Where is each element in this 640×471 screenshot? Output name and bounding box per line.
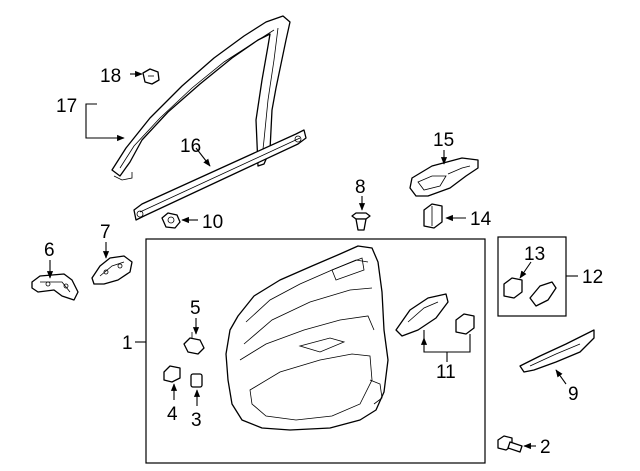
part-6-bracket <box>31 273 79 301</box>
callout-10: 10 <box>202 212 223 233</box>
callout-3: 3 <box>191 410 202 431</box>
part-18-clip <box>142 68 160 85</box>
leader-17 <box>85 103 125 142</box>
callout-8: 8 <box>355 177 366 198</box>
callout-13: 13 <box>524 244 545 265</box>
callout-6: 6 <box>44 240 55 261</box>
callout-16: 16 <box>180 136 201 157</box>
part-9-trim-strip <box>519 329 595 373</box>
callout-9: 9 <box>568 384 579 405</box>
part-4-clip <box>163 365 181 383</box>
part-15-switch-panel <box>409 157 479 197</box>
part-14-switch <box>423 203 443 229</box>
part-16-belt-molding <box>133 129 307 221</box>
part-2-screw <box>497 435 523 453</box>
part-1-door-trim-panel <box>225 245 389 431</box>
callout-2: 2 <box>540 437 551 458</box>
part-3-clip <box>190 373 203 388</box>
callout-18: 18 <box>100 66 121 87</box>
callout-7: 7 <box>100 222 111 243</box>
part-10-nut <box>161 212 181 229</box>
leader-13 <box>519 261 532 279</box>
part-11-handle-assembly <box>395 293 475 337</box>
part-12-escutcheon <box>529 281 557 307</box>
part-17-window-frame-molding <box>111 15 291 181</box>
callout-11: 11 <box>436 362 456 383</box>
callout-17: 17 <box>56 96 77 117</box>
callout-4: 4 <box>167 404 178 425</box>
callout-1: 1 <box>122 333 133 354</box>
callout-15: 15 <box>433 130 454 151</box>
leader-16 <box>195 147 211 167</box>
callout-12: 12 <box>582 267 603 288</box>
callout-5: 5 <box>190 298 201 319</box>
leader-9 <box>555 369 567 385</box>
part-1-group-box <box>145 238 486 464</box>
part-8-push-pin <box>351 212 371 231</box>
part-13-clip <box>503 277 523 299</box>
leader-lines <box>46 70 578 450</box>
callout-14: 14 <box>470 209 492 230</box>
part-7-bracket <box>91 255 133 285</box>
callout-labels: 18 17 16 10 15 14 8 6 7 1 5 4 3 11 13 12… <box>44 66 603 458</box>
part-5-screw <box>183 332 205 355</box>
